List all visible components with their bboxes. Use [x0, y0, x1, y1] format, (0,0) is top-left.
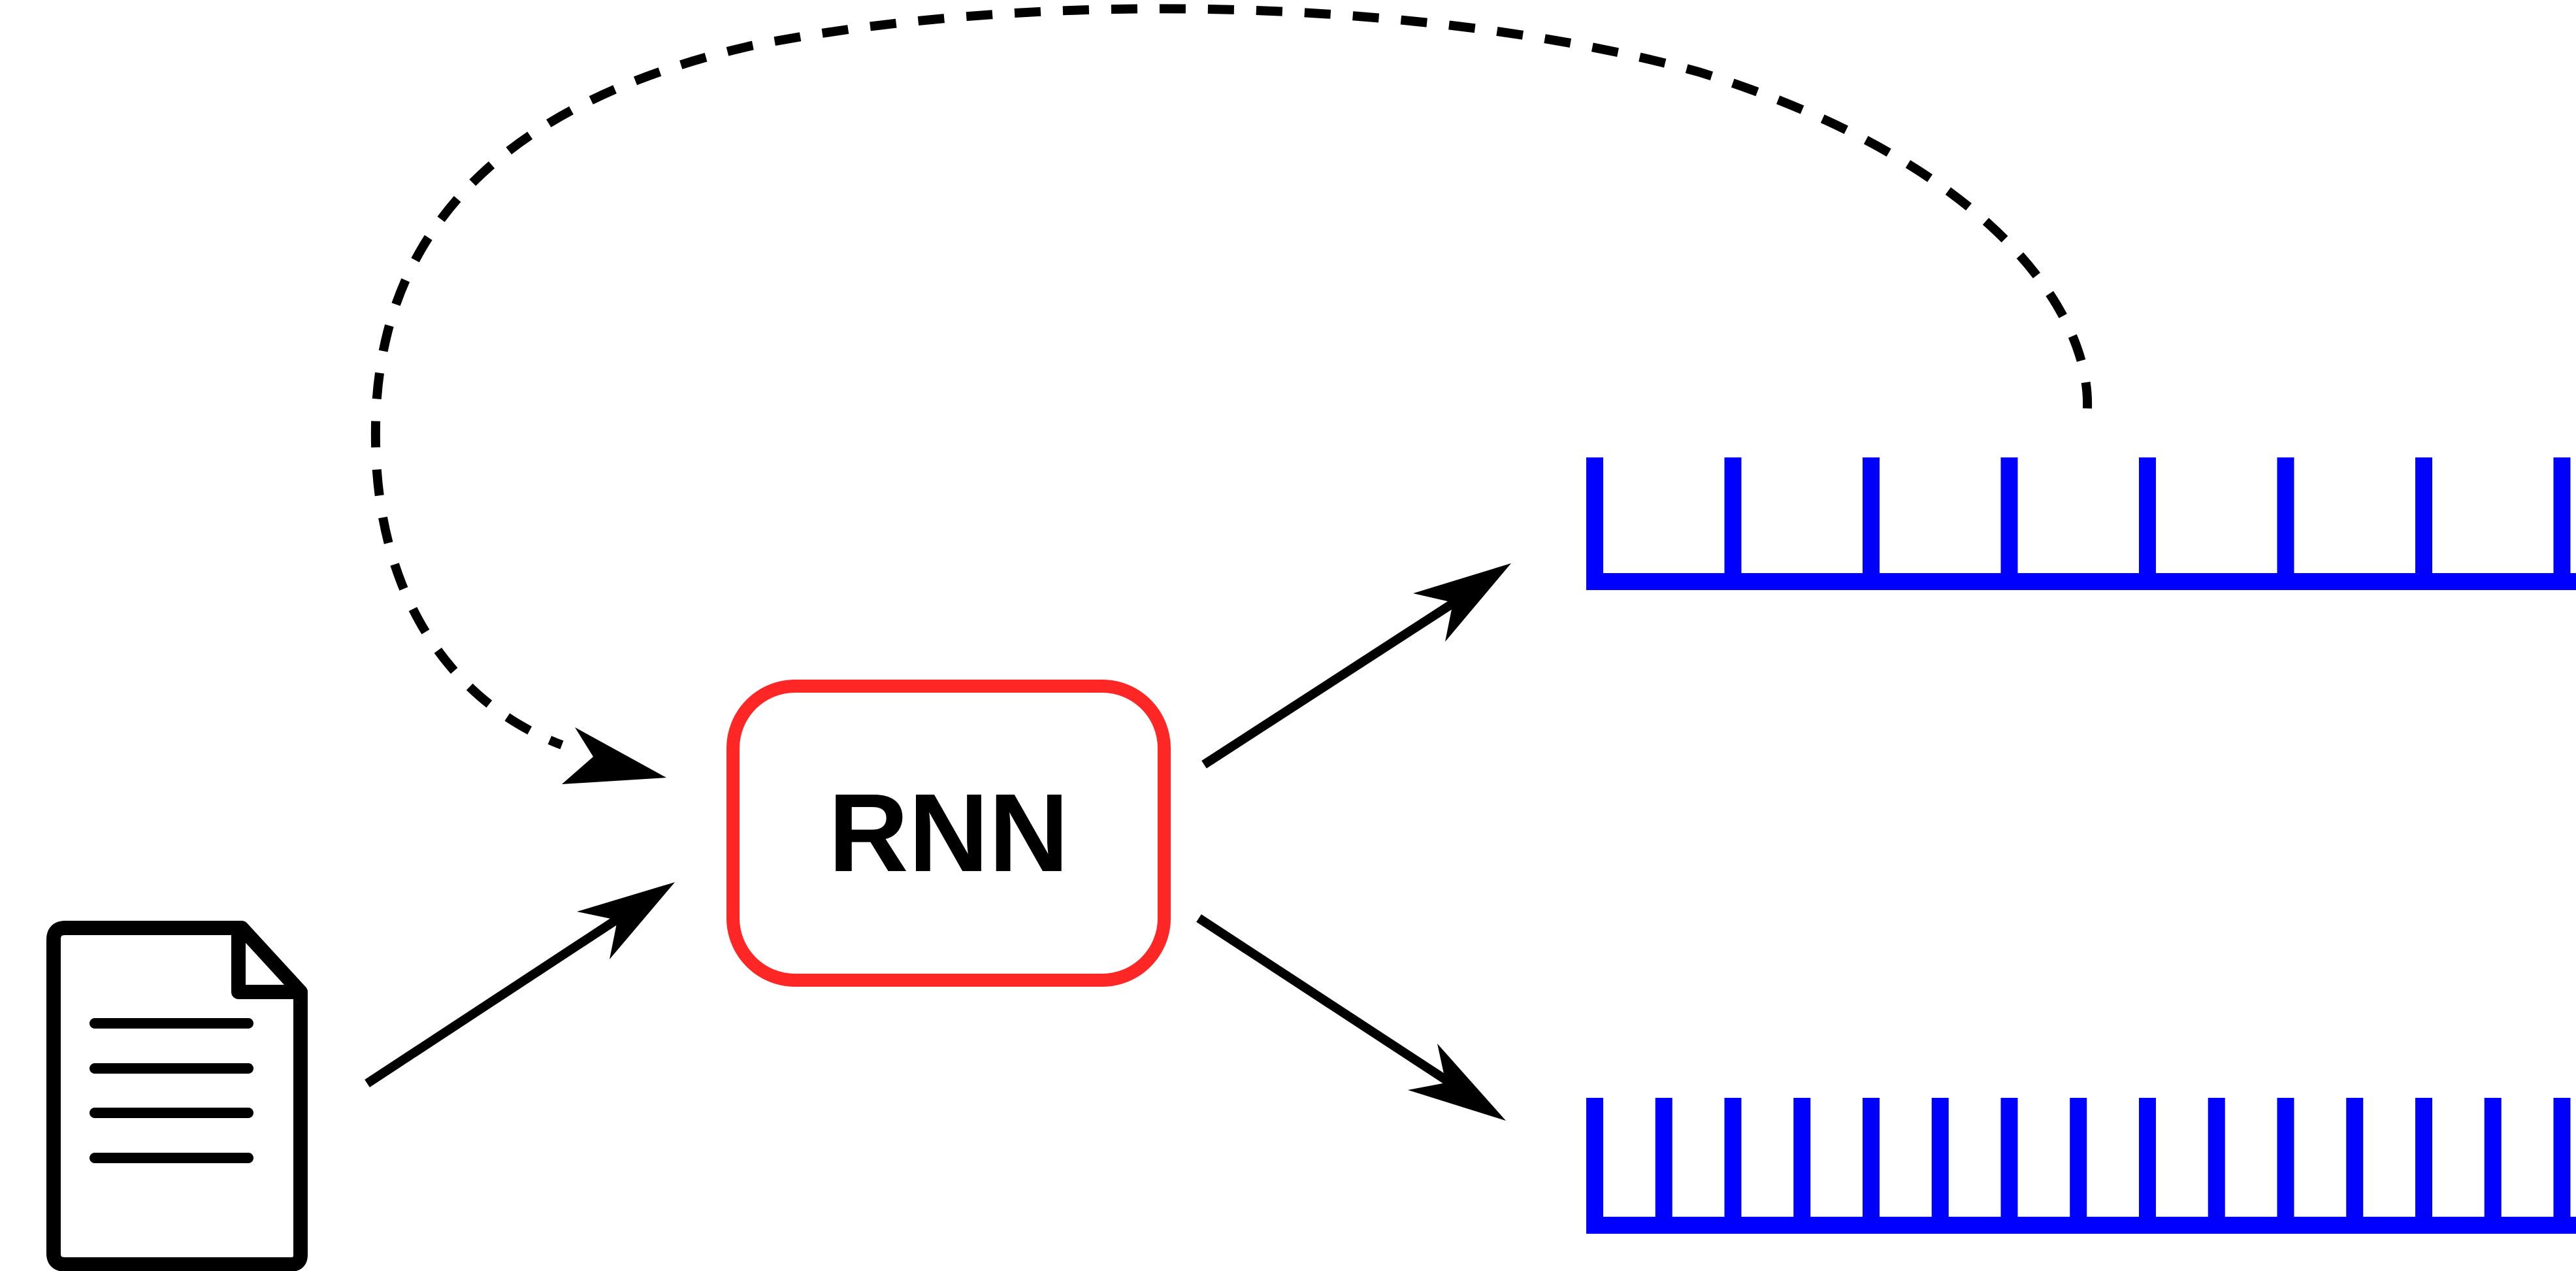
bottom-sequence-ticks — [1586, 1098, 2571, 1234]
output-arrow-bottom-shaft — [1196, 914, 1453, 1087]
top-output-sequence — [1586, 457, 2576, 590]
output-arrow-top — [1201, 563, 1511, 768]
feedback-arrowhead — [562, 727, 666, 784]
rnn-label: RNN — [828, 771, 1069, 895]
input-arrow-shaft — [365, 911, 627, 1087]
feedback-loop-path — [370, 4, 2093, 750]
rnn-box — [726, 680, 1171, 987]
document-fold — [231, 931, 299, 999]
document-icon — [46, 921, 308, 1271]
output-arrow-bottom — [1196, 914, 1506, 1121]
bottom-output-sequence — [1586, 1098, 2576, 1234]
input-arrow — [365, 882, 675, 1087]
output-arrow-top-head — [1413, 563, 1511, 642]
rnn-node: RNN — [726, 680, 1171, 987]
input-arrowhead — [577, 882, 675, 959]
document-outline — [46, 921, 308, 1271]
feedback-loop-arrow — [370, 4, 2093, 784]
top-sequence-ticks — [1586, 457, 2571, 590]
output-arrow-top-shaft — [1201, 596, 1461, 768]
output-arrow-bottom-head — [1408, 1044, 1506, 1121]
